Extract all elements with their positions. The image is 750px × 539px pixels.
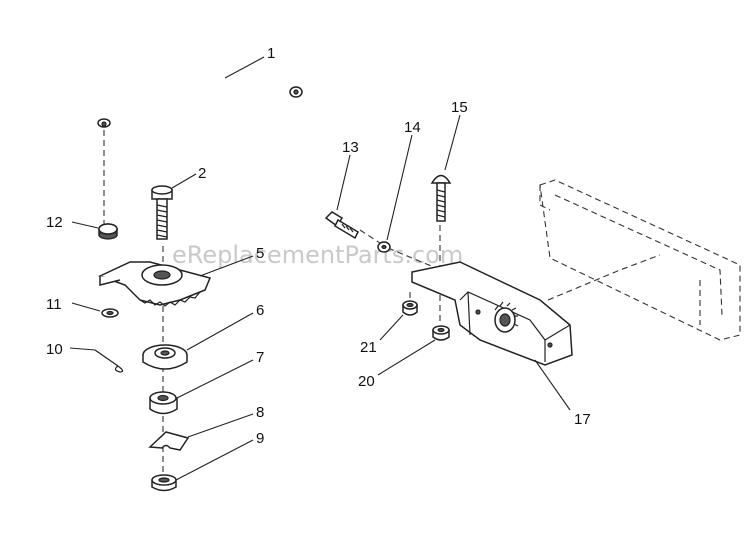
part-7-spacer — [149, 391, 178, 415]
part-9-nut — [151, 474, 177, 492]
part-12-nut — [98, 223, 118, 240]
part-6-flange — [142, 344, 188, 370]
part-17-bracket — [411, 261, 573, 366]
callout-5: 5 — [256, 245, 264, 262]
callout-2: 2 — [198, 165, 206, 182]
part-15-carriage-bolt — [430, 174, 452, 222]
callout-20: 20 — [358, 373, 375, 390]
callout-8: 8 — [256, 404, 264, 421]
callout-6: 6 — [256, 302, 264, 319]
callout-9: 9 — [256, 430, 264, 447]
callout-7: 7 — [256, 349, 264, 366]
part-20-nut — [432, 325, 450, 341]
callout-15: 15 — [451, 99, 468, 116]
part-5-sector-plate — [98, 261, 212, 307]
callout-11: 11 — [46, 296, 62, 313]
part-14-washer — [377, 241, 391, 253]
part-10-cotter-pin — [94, 349, 124, 373]
watermark-text: eReplacementParts.com — [172, 241, 463, 269]
callout-12: 12 — [46, 214, 63, 231]
callout-21: 21 — [360, 339, 377, 356]
leader-lines — [69, 56, 571, 481]
part-13-bolt — [324, 211, 359, 240]
callout-13: 13 — [342, 139, 359, 156]
callout-14: 14 — [404, 119, 421, 136]
callout-10: 10 — [46, 341, 63, 358]
part-1-rod — [97, 63, 303, 149]
callout-17: 17 — [574, 411, 591, 428]
callout-1: 1 — [267, 45, 275, 62]
part-21-nut — [402, 300, 418, 316]
part-8-clip — [148, 431, 190, 451]
phantom-frame — [539, 179, 741, 341]
part-2-bolt — [151, 185, 173, 240]
part-11-washer — [101, 308, 119, 318]
